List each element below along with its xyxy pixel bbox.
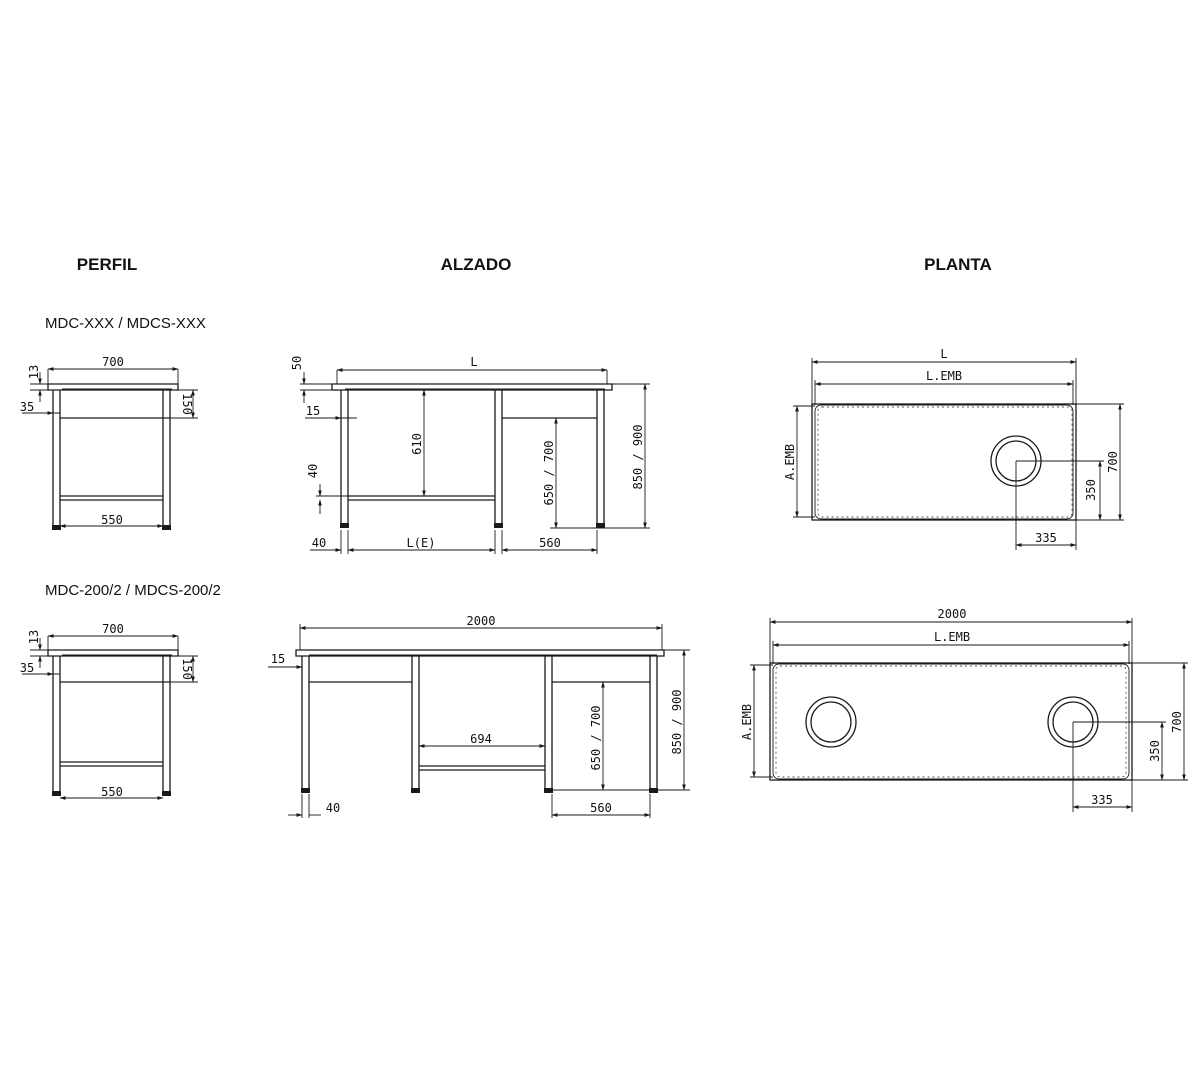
dim-profile-top-thickness: 13 — [27, 365, 41, 379]
dim-profile2-leg-span: 550 — [101, 785, 123, 799]
dim-plan-length: L — [940, 347, 947, 361]
dim-profile2-top-thickness: 13 — [27, 630, 41, 644]
dim-elev2-length: 2000 — [467, 614, 496, 628]
dim-elev-total-height: 850 / 900 — [631, 424, 645, 489]
dim-elev2-sink-width: 560 — [590, 801, 612, 815]
row2-elevation-view — [268, 624, 690, 818]
dim-elev-inner-length: L(E) — [407, 536, 436, 550]
dim-elev2-bay-width: 694 — [470, 732, 492, 746]
model-label-row1: MDC-XXX / MDCS-XXX — [45, 315, 206, 332]
dim-plan-basin-length: L.EMB — [926, 369, 962, 383]
dim-profile-apron: 150 — [180, 393, 194, 415]
dim-plan2-basin-length: L.EMB — [934, 630, 970, 644]
heading-alzado: ALZADO — [441, 255, 512, 274]
dim-profile2-depth: 700 — [102, 622, 124, 636]
dim-plan-depth: 700 — [1106, 451, 1120, 473]
dim-plan-drain-y: 350 — [1084, 479, 1098, 501]
dim-profile-leg-span: 550 — [101, 513, 123, 527]
heading-perfil: PERFIL — [77, 255, 137, 274]
dim-elev2-sink-height: 650 / 700 — [589, 705, 603, 770]
dim-plan-drain-x: 335 — [1035, 531, 1057, 545]
row1-elevation-view — [300, 368, 650, 554]
dim-elev-foot: 40 — [312, 536, 326, 550]
dim-elev-sink-width: 560 — [539, 536, 561, 550]
dim-plan2-depth: 700 — [1170, 711, 1184, 733]
dim-elev-shelf-offset: 40 — [306, 464, 320, 478]
dim-plan2-length: 2000 — [938, 607, 967, 621]
row1-profile-view — [22, 367, 198, 530]
dim-elev2-total-height: 850 / 900 — [670, 689, 684, 754]
heading-planta: PLANTA — [924, 255, 992, 274]
row1-plan-view — [793, 358, 1124, 550]
dim-elev-offset: 15 — [306, 404, 320, 418]
dim-plan-basin-width: A.EMB — [783, 444, 797, 480]
row2-plan-view — [750, 618, 1188, 812]
dim-elev-edge: 50 — [290, 356, 304, 370]
dim-elev2-offset: 15 — [271, 652, 285, 666]
dim-profile2-inset: 35 — [20, 661, 34, 675]
dim-plan2-basin-width: A.EMB — [740, 704, 754, 740]
model-label-row2: MDC-200/2 / MDCS-200/2 — [45, 582, 221, 599]
dim-elev-length: L — [470, 355, 477, 369]
dim-plan2-drain-x: 335 — [1091, 793, 1113, 807]
dim-profile-inset: 35 — [20, 400, 34, 414]
dim-elev-drawer-height: 610 — [410, 433, 424, 455]
dim-elev2-foot: 40 — [326, 801, 340, 815]
dim-profile2-apron: 150 — [180, 658, 194, 680]
dim-elev-sink-height: 650 / 700 — [542, 440, 556, 505]
dim-plan2-drain-y: 350 — [1148, 740, 1162, 762]
dim-profile-depth: 700 — [102, 355, 124, 369]
row2-profile-view — [22, 634, 198, 800]
